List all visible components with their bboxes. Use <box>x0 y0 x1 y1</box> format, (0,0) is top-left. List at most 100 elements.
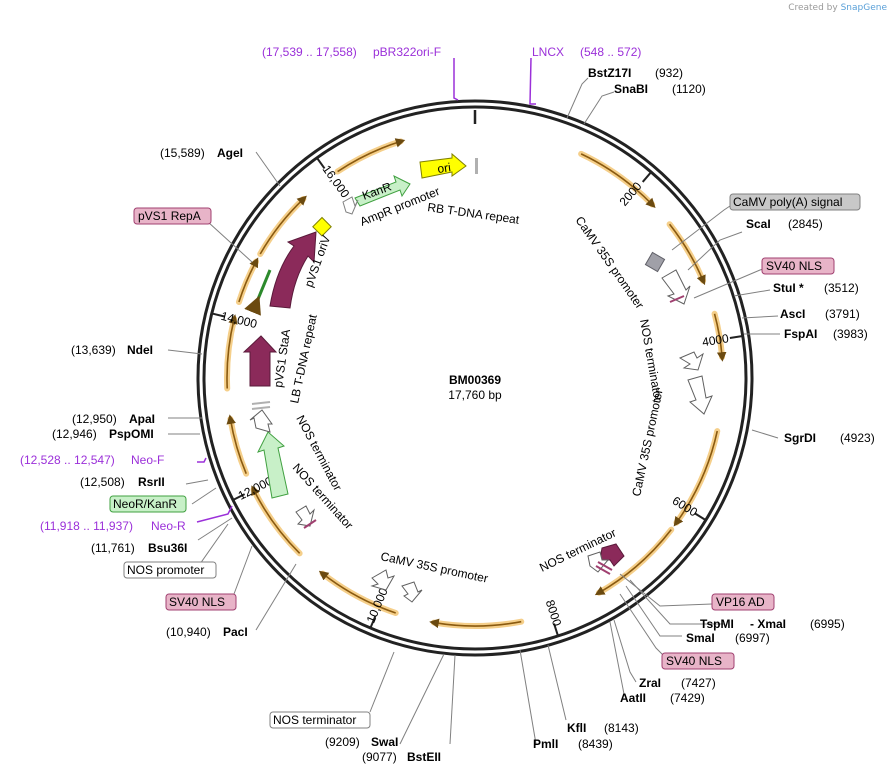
lb-repeat-label: LB T-DNA repeat <box>287 313 320 405</box>
box-camv-polya-text: CaMV poly(A) signal <box>733 195 842 209</box>
site-aatii: AatII <box>620 691 646 705</box>
orf-arc-3 <box>673 430 719 527</box>
site-rsrii-coord: (12,508) <box>80 475 125 489</box>
primer-pbr322-name: pBR322ori-F <box>373 45 441 59</box>
orf-arc-9 <box>226 314 238 389</box>
camv35s-promoter-3a-feature <box>370 569 396 591</box>
box-pvs1-repa-text: pVS1 RepA <box>138 209 201 223</box>
primer-lncx-name: LNCX <box>532 45 564 59</box>
site-snabi: SnaBI <box>614 82 648 96</box>
site-bsu36i: Bsu36I <box>148 541 187 555</box>
site-aatii-coord: (7429) <box>670 691 705 705</box>
site-smai: SmaI <box>686 631 715 645</box>
camv35s-promoter-2-feature <box>687 375 713 415</box>
plasmid-length: 17,760 bp <box>448 388 502 402</box>
site-tspmi-coord: (6995) <box>810 617 845 631</box>
site-rsrii: RsrII <box>138 475 165 489</box>
tick-label-4: 10,000 <box>364 586 391 626</box>
sv40-nls-mark-4 <box>303 519 317 529</box>
box-vp16 <box>711 593 775 611</box>
orf-arc-10 <box>238 257 259 303</box>
camv35s-promoter-1-label: CaMV 35S promoter <box>573 214 647 312</box>
nos-terminator-1-feature <box>678 351 704 371</box>
box-nos-promoter-text: NOS promoter <box>127 563 204 577</box>
rb-repeat-label: RB T-DNA repeat <box>427 200 521 227</box>
site-fspai: FspAI <box>784 327 817 341</box>
tick-label-1: 4000 <box>701 331 730 349</box>
tick-mark-5 <box>232 493 246 501</box>
tick-mark-6 <box>211 312 225 318</box>
box-nos-terminator <box>269 711 371 729</box>
site-paci: PacI <box>223 625 248 639</box>
plasmid-name: BM00369 <box>449 373 501 387</box>
nos-terminator-3-feature <box>295 505 315 527</box>
box-vp16-text: VP16 AD <box>716 595 765 609</box>
tick-label-3: 8000 <box>543 598 565 628</box>
orf-arc-0 <box>580 153 656 208</box>
tick-mark-4 <box>369 615 377 629</box>
camv-polya-feature <box>644 251 666 273</box>
orf-arcs <box>224 138 727 629</box>
orf-arc-11 <box>259 195 307 255</box>
boxed-labels: CaMV poly(A) signal SV40 NLS VP16 AD SV4… <box>109 193 861 729</box>
pvs1-oriv-feature <box>312 216 332 237</box>
site-smai-coord: (6997) <box>735 631 770 645</box>
box-neor-kanr-text: NeoR/KanR <box>113 497 177 511</box>
tick-mark-7 <box>316 157 326 170</box>
orf-arc-12 <box>337 138 406 173</box>
tick-label-6: 14,000 <box>219 309 258 331</box>
site-asci: AscI <box>780 307 805 321</box>
orf-arc-1 <box>668 223 706 286</box>
site-apai-coord: (12,950) <box>72 412 117 426</box>
box-sv40-nls-1 <box>761 257 835 275</box>
pvs1-repa-feature <box>269 231 317 309</box>
kanr-outer-arrow <box>244 269 272 316</box>
site-pspomi-coord: (12,946) <box>52 427 97 441</box>
site-swai: SwaI <box>371 735 398 749</box>
pvs1-staa-feature <box>242 335 278 387</box>
box-sv40-nls-1-text: SV40 NLS <box>766 259 822 273</box>
site-bsu36i-coord: (11,761) <box>91 541 135 555</box>
site-swai-coord: (9209) <box>325 735 360 749</box>
ori-label: ori <box>436 160 451 176</box>
site-labels: BstZ17I (932) SnaBI (1120) ScaI (2845) S… <box>52 66 875 764</box>
tick-mark-2 <box>694 512 707 521</box>
box-sv40-nls-3 <box>165 593 237 611</box>
box-nos-terminator-text: NOS terminator <box>273 713 356 727</box>
site-tspmi-sep: - XmaI <box>750 617 786 631</box>
site-snabi-coord: (1120) <box>672 82 706 96</box>
site-pmli-coord: (8439) <box>578 737 613 751</box>
site-agei-coord: (15,589) <box>160 146 205 160</box>
primer-neor-name: Neo-R <box>151 519 186 533</box>
credit-prefix: Created by <box>788 3 838 13</box>
box-sv40-nls-3-text: SV40 NLS <box>169 595 225 609</box>
sv40-nls-mark-2 <box>597 561 613 571</box>
site-kfli-coord: (8143) <box>604 721 639 735</box>
credit-brand: SnapGene <box>840 3 887 13</box>
orf-arc-8 <box>226 414 247 475</box>
site-stui-coord: (3512) <box>824 281 859 295</box>
site-stui: StuI * <box>773 281 804 295</box>
tick-mark-1 <box>729 334 743 339</box>
box-sv40-nls-2 <box>661 652 735 670</box>
orf-arc-7 <box>251 485 301 554</box>
box-camv-polya <box>729 193 861 211</box>
sv40-nls-mark-3 <box>595 565 611 575</box>
site-paci-coord: (10,940) <box>166 625 211 639</box>
primer-markers <box>196 57 536 523</box>
camv35s-promoter-3b-feature <box>401 581 423 603</box>
orf-halo-12 <box>334 138 404 175</box>
primer-lncx-coord: (548 .. 572) <box>580 45 641 59</box>
box-neor-kanr <box>109 495 187 513</box>
site-tspmi: TspMI <box>700 617 734 631</box>
camv35s-promoter-2-label: CaMV 35S promoter <box>629 388 665 498</box>
rb-repeat-feature <box>475 158 478 174</box>
site-kfli: KflI <box>567 721 586 735</box>
box-pvs1-repa <box>133 207 212 225</box>
site-ndei-coord: (13,639) <box>71 343 116 357</box>
camv35s-promoter-3-label: CaMV 35S promoter <box>379 549 489 585</box>
orf-arc-2 <box>713 313 727 362</box>
site-pspomi: PspOMI <box>109 427 154 441</box>
primer-pbr322-coord: (17,539 .. 17,558) <box>262 45 357 59</box>
primer-neor-coord: (11,918 .. 11,937) <box>40 519 133 533</box>
